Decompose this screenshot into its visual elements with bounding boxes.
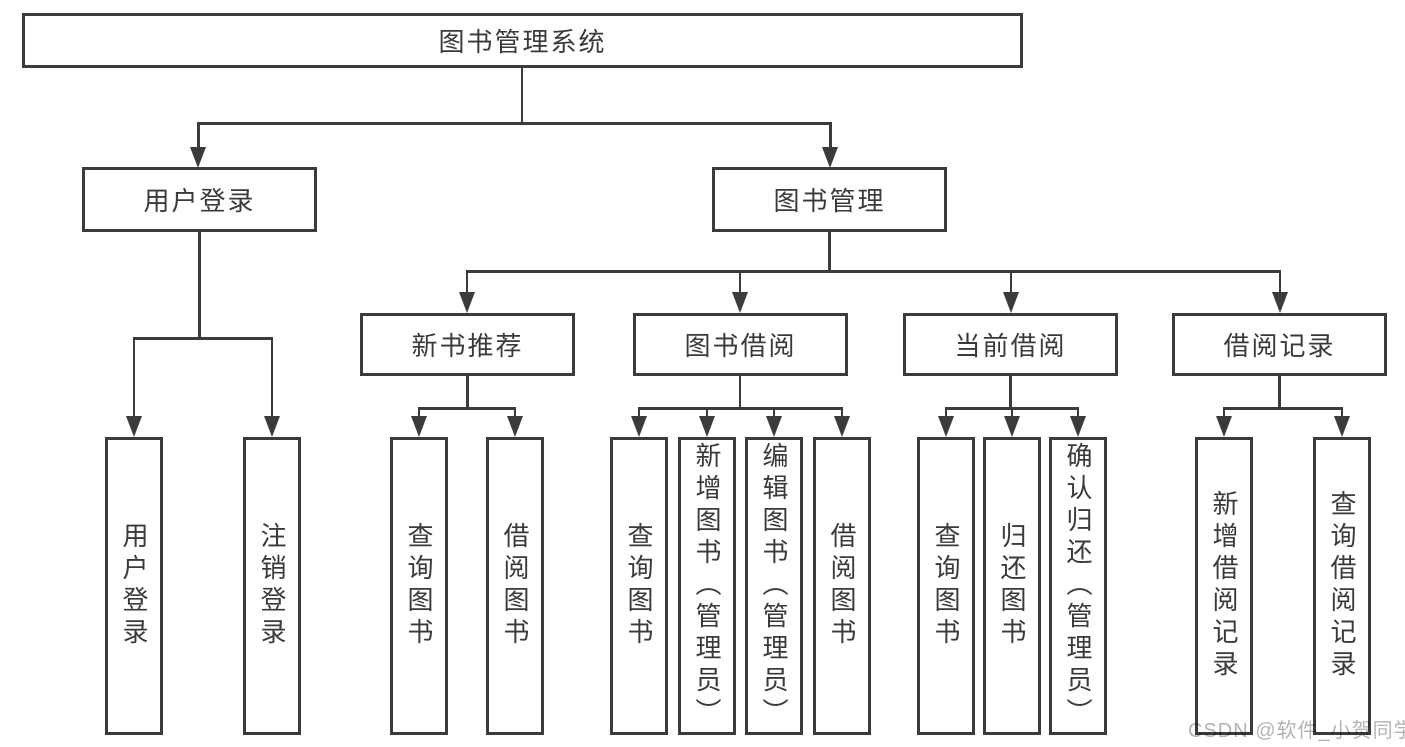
connector-current-drop-2 (1010, 407, 1014, 419)
connector-root-rail (197, 122, 831, 125)
connector-current-drop-1 (944, 407, 948, 419)
node-current-borrowing: 当前借阅 (903, 313, 1118, 376)
node-label: 新增图书（管理员） (692, 442, 722, 730)
connector-borrowing-rail (638, 407, 843, 410)
leaf-query-book-borrowing: 查询图书 (610, 437, 668, 735)
node-label: 编辑图书（管理员） (759, 442, 789, 730)
connector-recommend-stem (466, 376, 469, 407)
leaf-query-book-recommend: 查询图书 (390, 437, 448, 735)
connector-current-drop-3 (1076, 407, 1080, 419)
node-label: 图书借阅 (684, 331, 797, 361)
arrow-down-icon (1003, 292, 1019, 313)
arrow-down-icon (834, 416, 850, 437)
connector-bookmgmt-stem (828, 232, 831, 270)
connector-bookmgmt-drop-3 (1009, 270, 1013, 295)
node-label: 查询图书 (404, 522, 434, 650)
connector-borrowing-drop-2 (705, 407, 709, 419)
connector-bookmgmt-rail (466, 270, 1281, 273)
leaf-query-book-current: 查询图书 (917, 437, 975, 735)
connector-bookmgmt-drop-2 (738, 270, 742, 295)
leaf-borrow-book-recommend: 借阅图书 (486, 437, 544, 735)
arrow-down-icon (507, 416, 523, 437)
arrow-down-icon (1334, 416, 1350, 437)
arrow-down-icon (1004, 416, 1020, 437)
node-book-borrowing: 图书借阅 (633, 313, 848, 376)
node-label: 确认归还（管理员） (1063, 442, 1093, 730)
connector-root-drop-left (197, 122, 200, 150)
node-borrowing-records: 借阅记录 (1172, 313, 1387, 376)
arrow-down-icon (1216, 416, 1232, 437)
node-book-management: 图书管理 (712, 167, 947, 232)
arrow-down-icon (732, 292, 748, 313)
connector-userlogin-drop-1 (132, 337, 136, 419)
connector-root-stem (520, 68, 523, 122)
node-label: 借阅图书 (827, 522, 857, 650)
node-label: 注销登录 (257, 522, 287, 650)
node-label: 查询借阅记录 (1327, 490, 1357, 682)
arrow-down-icon (126, 416, 142, 437)
node-label: 图书管理 (773, 186, 886, 216)
connector-records-rail (1223, 407, 1343, 410)
connector-userlogin-rail (133, 337, 273, 340)
connector-records-drop-2 (1340, 407, 1344, 419)
connector-records-drop-1 (1222, 407, 1226, 419)
arrow-down-icon (264, 416, 280, 437)
node-label: 当前借阅 (954, 331, 1067, 361)
arrow-down-icon (938, 416, 954, 437)
arrow-down-icon (411, 416, 427, 437)
csdn-watermark: CSDN @软件_小贺同学 (1188, 720, 1405, 742)
node-label: 用户登录 (119, 522, 149, 650)
leaf-logout: 注销登录 (243, 437, 301, 735)
connector-bookmgmt-drop-4 (1278, 270, 1282, 295)
arrow-down-icon (190, 147, 206, 168)
node-label: 新增借阅记录 (1209, 490, 1239, 682)
connector-userlogin-drop-2 (270, 337, 274, 419)
arrow-down-icon (699, 416, 715, 437)
leaf-edit-book-admin: 编辑图书（管理员） (745, 437, 803, 735)
arrow-down-icon (459, 292, 475, 313)
leaf-confirm-return-admin: 确认归还（管理员） (1049, 437, 1107, 735)
connector-recommend-rail (418, 407, 516, 410)
leaf-add-book-admin: 新增图书（管理员） (678, 437, 736, 735)
node-label: 新书推荐 (411, 331, 524, 361)
connector-records-stem (1278, 376, 1281, 407)
connector-borrowing-drop-3 (772, 407, 776, 419)
node-label: 查询图书 (624, 522, 654, 650)
connector-borrowing-drop-1 (637, 407, 641, 419)
connector-borrowing-drop-4 (840, 407, 844, 419)
node-root-library-system: 图书管理系统 (22, 13, 1023, 68)
node-label: 借阅记录 (1223, 331, 1336, 361)
leaf-return-book: 归还图书 (983, 437, 1041, 735)
node-new-book-recommend: 新书推荐 (360, 313, 575, 376)
connector-root-drop-right (829, 122, 832, 150)
node-label: 用户登录 (143, 186, 256, 216)
leaf-user-login: 用户登录 (105, 437, 163, 735)
arrow-down-icon (1070, 416, 1086, 437)
node-label: 借阅图书 (500, 522, 530, 650)
leaf-query-borrow-record: 查询借阅记录 (1313, 437, 1371, 735)
node-label: 归还图书 (997, 522, 1027, 650)
arrow-down-icon (822, 147, 838, 168)
leaf-borrow-book-borrowing: 借阅图书 (813, 437, 871, 735)
node-label: 图书管理系统 (438, 27, 607, 57)
connector-current-stem (1009, 376, 1012, 407)
connector-userlogin-stem (198, 232, 201, 337)
arrow-down-icon (766, 416, 782, 437)
connector-recommend-drop-2 (513, 407, 517, 419)
node-user-login: 用户登录 (82, 167, 317, 232)
connector-borrowing-stem (738, 376, 742, 407)
arrow-down-icon (631, 416, 647, 437)
connector-recommend-drop-1 (417, 407, 421, 419)
connector-bookmgmt-drop-1 (465, 270, 469, 295)
leaf-add-borrow-record: 新增借阅记录 (1195, 437, 1253, 735)
arrow-down-icon (1272, 292, 1288, 313)
node-label: 查询图书 (931, 522, 961, 650)
